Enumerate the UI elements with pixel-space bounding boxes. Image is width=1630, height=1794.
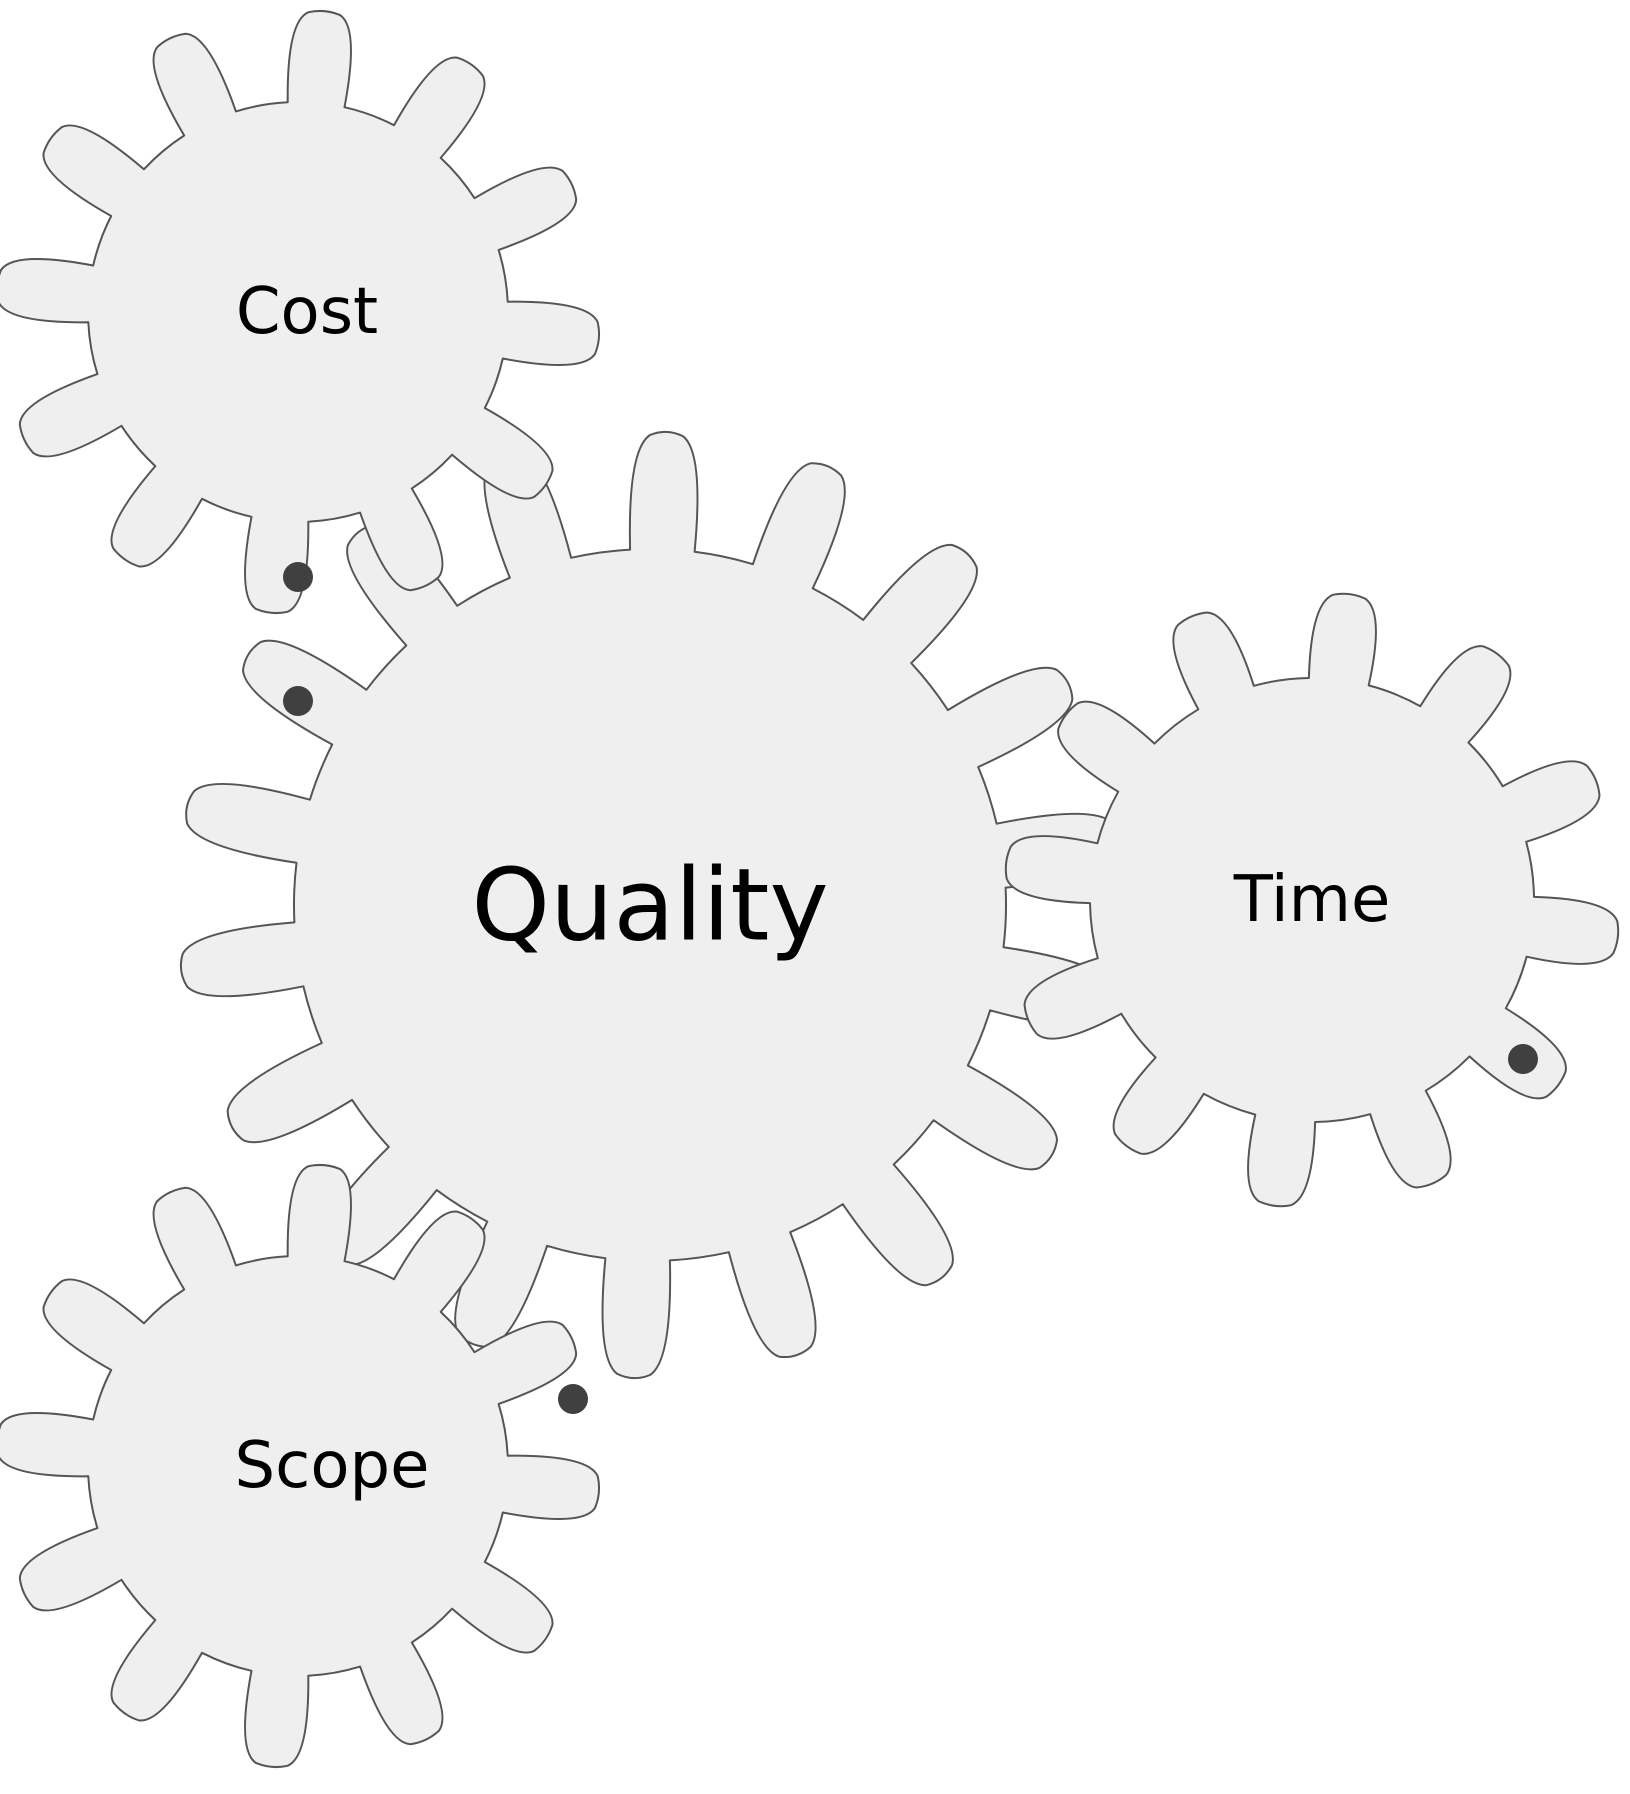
gear-scope-marker-dot (558, 1384, 588, 1414)
gear-cost-marker-dot (283, 562, 313, 592)
gear-scope-label: Scope (235, 1429, 430, 1503)
gear-time: Time (1004, 592, 1620, 1208)
gear-quality-label: Quality (471, 847, 828, 964)
gear-time-marker-dot (1508, 1044, 1538, 1074)
gear-quality: Quality (179, 430, 1121, 1380)
gear-scope: Scope (0, 1163, 601, 1769)
gear-cost-label: Cost (236, 275, 378, 349)
gear-scope-body (0, 1163, 601, 1769)
gear-time-label: Time (1233, 863, 1391, 937)
gear-time-body (1004, 592, 1620, 1208)
gear-cost: Cost (0, 9, 601, 615)
gear-quality-marker-dot (283, 686, 313, 716)
gear-quality-body (179, 430, 1121, 1380)
gear-cost-body (0, 9, 601, 615)
